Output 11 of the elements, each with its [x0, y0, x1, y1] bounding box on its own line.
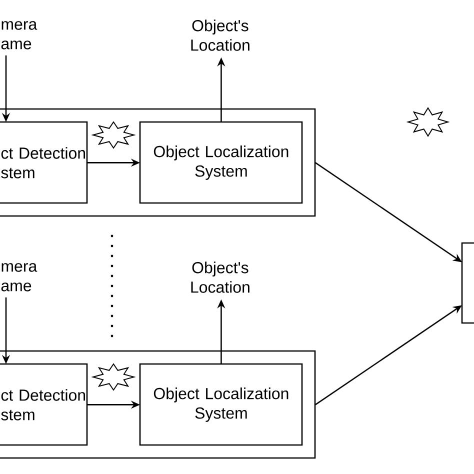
process-box: Object Localization System [139, 363, 303, 446]
container-box [0, 350, 316, 459]
text-label: Object's Location [191, 262, 250, 293]
text-label: mera ame [1, 263, 38, 292]
container-box [0, 108, 316, 217]
process-box: Object Localization System [139, 121, 303, 204]
process-box [461, 242, 474, 324]
text-label: mera ame [1, 21, 38, 50]
text-label: Object's Location [191, 20, 250, 51]
process-box: ct Detection stem [0, 121, 88, 204]
process-box: ct Detection stem [0, 363, 88, 446]
